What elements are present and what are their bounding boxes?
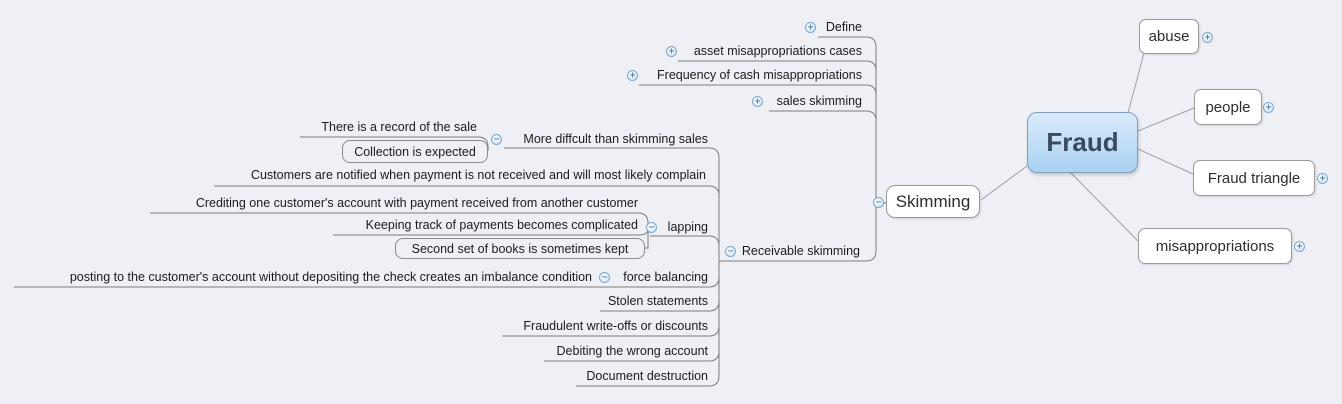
topic-abuse[interactable]: abuse <box>1139 19 1199 54</box>
topic-crediting-account[interactable]: Crediting one customer's account with pa… <box>195 195 638 210</box>
collapse-icon-receivable-skimming[interactable]: − <box>725 246 736 257</box>
expand-icon-people[interactable]: + <box>1263 102 1274 113</box>
topic-record-of-sale[interactable]: There is a record of the sale <box>321 119 477 134</box>
topic-lapping[interactable]: lapping <box>667 219 708 234</box>
expand-icon-fraud-triangle[interactable]: + <box>1317 173 1328 184</box>
branch-people <box>1137 107 1195 132</box>
topic-customers-notified[interactable]: Customers are notified when payment is n… <box>250 167 706 182</box>
topic-second-set-of-books[interactable]: Second set of books is sometimes kept <box>395 238 645 259</box>
collapse-icon-force-balancing[interactable]: − <box>599 272 610 283</box>
topic-receivable-skimming[interactable]: Receivable skimming <box>741 243 860 258</box>
topic-fraud-triangle[interactable]: Fraud triangle <box>1193 160 1315 196</box>
wire-destruction <box>576 375 720 387</box>
topic-posting-imbalance[interactable]: posting to the customer's account withou… <box>69 269 592 284</box>
expand-icon-sales-skimming[interactable]: + <box>752 96 763 107</box>
wire-skimming-bracket <box>875 47 887 251</box>
topic-debiting-wrong-account[interactable]: Debiting the wrong account <box>556 343 708 358</box>
topic-collection-expected[interactable]: Collection is expected <box>342 140 488 163</box>
topic-more-difficult[interactable]: More diffcult than skimming sales <box>523 131 708 146</box>
topic-stolen-statements[interactable]: Stolen statements <box>607 293 708 308</box>
expand-icon-frequency[interactable]: + <box>627 70 638 81</box>
wire-more-difficult <box>504 147 720 159</box>
topic-sales-skimming[interactable]: sales skimming <box>776 93 862 108</box>
wire-customers <box>214 185 720 197</box>
topic-asset-misappropriations-cases[interactable]: asset misappropriations cases <box>693 43 862 58</box>
collapse-icon-skimming[interactable]: − <box>873 197 884 208</box>
expand-icon-asset[interactable]: + <box>666 46 677 57</box>
expand-icon-misappropriations[interactable]: + <box>1294 241 1305 252</box>
topic-frequency-of-cash-misappropriations[interactable]: Frequency of cash misappropriations <box>657 67 862 82</box>
topic-fraudulent-write-offs[interactable]: Fraudulent write-offs or discounts <box>523 318 708 333</box>
wire-define <box>818 36 877 48</box>
branch-fraud-triangle <box>1137 148 1194 175</box>
expand-icon-define[interactable]: + <box>805 22 816 33</box>
topic-misappropriations[interactable]: misappropriations <box>1138 228 1292 264</box>
branch-abuse <box>1127 52 1145 114</box>
topic-define[interactable]: Define <box>825 19 862 34</box>
topic-skimming[interactable]: Skimming <box>886 185 980 218</box>
wire-sales <box>769 110 877 122</box>
wire-receivable <box>719 250 877 262</box>
branch-misappropriations <box>1069 171 1139 242</box>
collapse-icon-more-difficult[interactable]: − <box>491 134 502 145</box>
branch-skimming <box>980 165 1028 201</box>
root-topic-fraud[interactable]: Fraud <box>1027 112 1138 173</box>
topic-force-balancing[interactable]: force balancing <box>623 269 708 284</box>
expand-icon-abuse[interactable]: + <box>1202 32 1213 43</box>
wire-lapping <box>650 235 720 247</box>
collapse-icon-lapping[interactable]: − <box>646 222 657 233</box>
topic-document-destruction[interactable]: Document destruction <box>586 368 708 383</box>
topic-keeping-track[interactable]: Keeping track of payments becomes compli… <box>365 217 638 232</box>
topic-people[interactable]: people <box>1194 89 1262 125</box>
wire-record <box>300 136 489 151</box>
